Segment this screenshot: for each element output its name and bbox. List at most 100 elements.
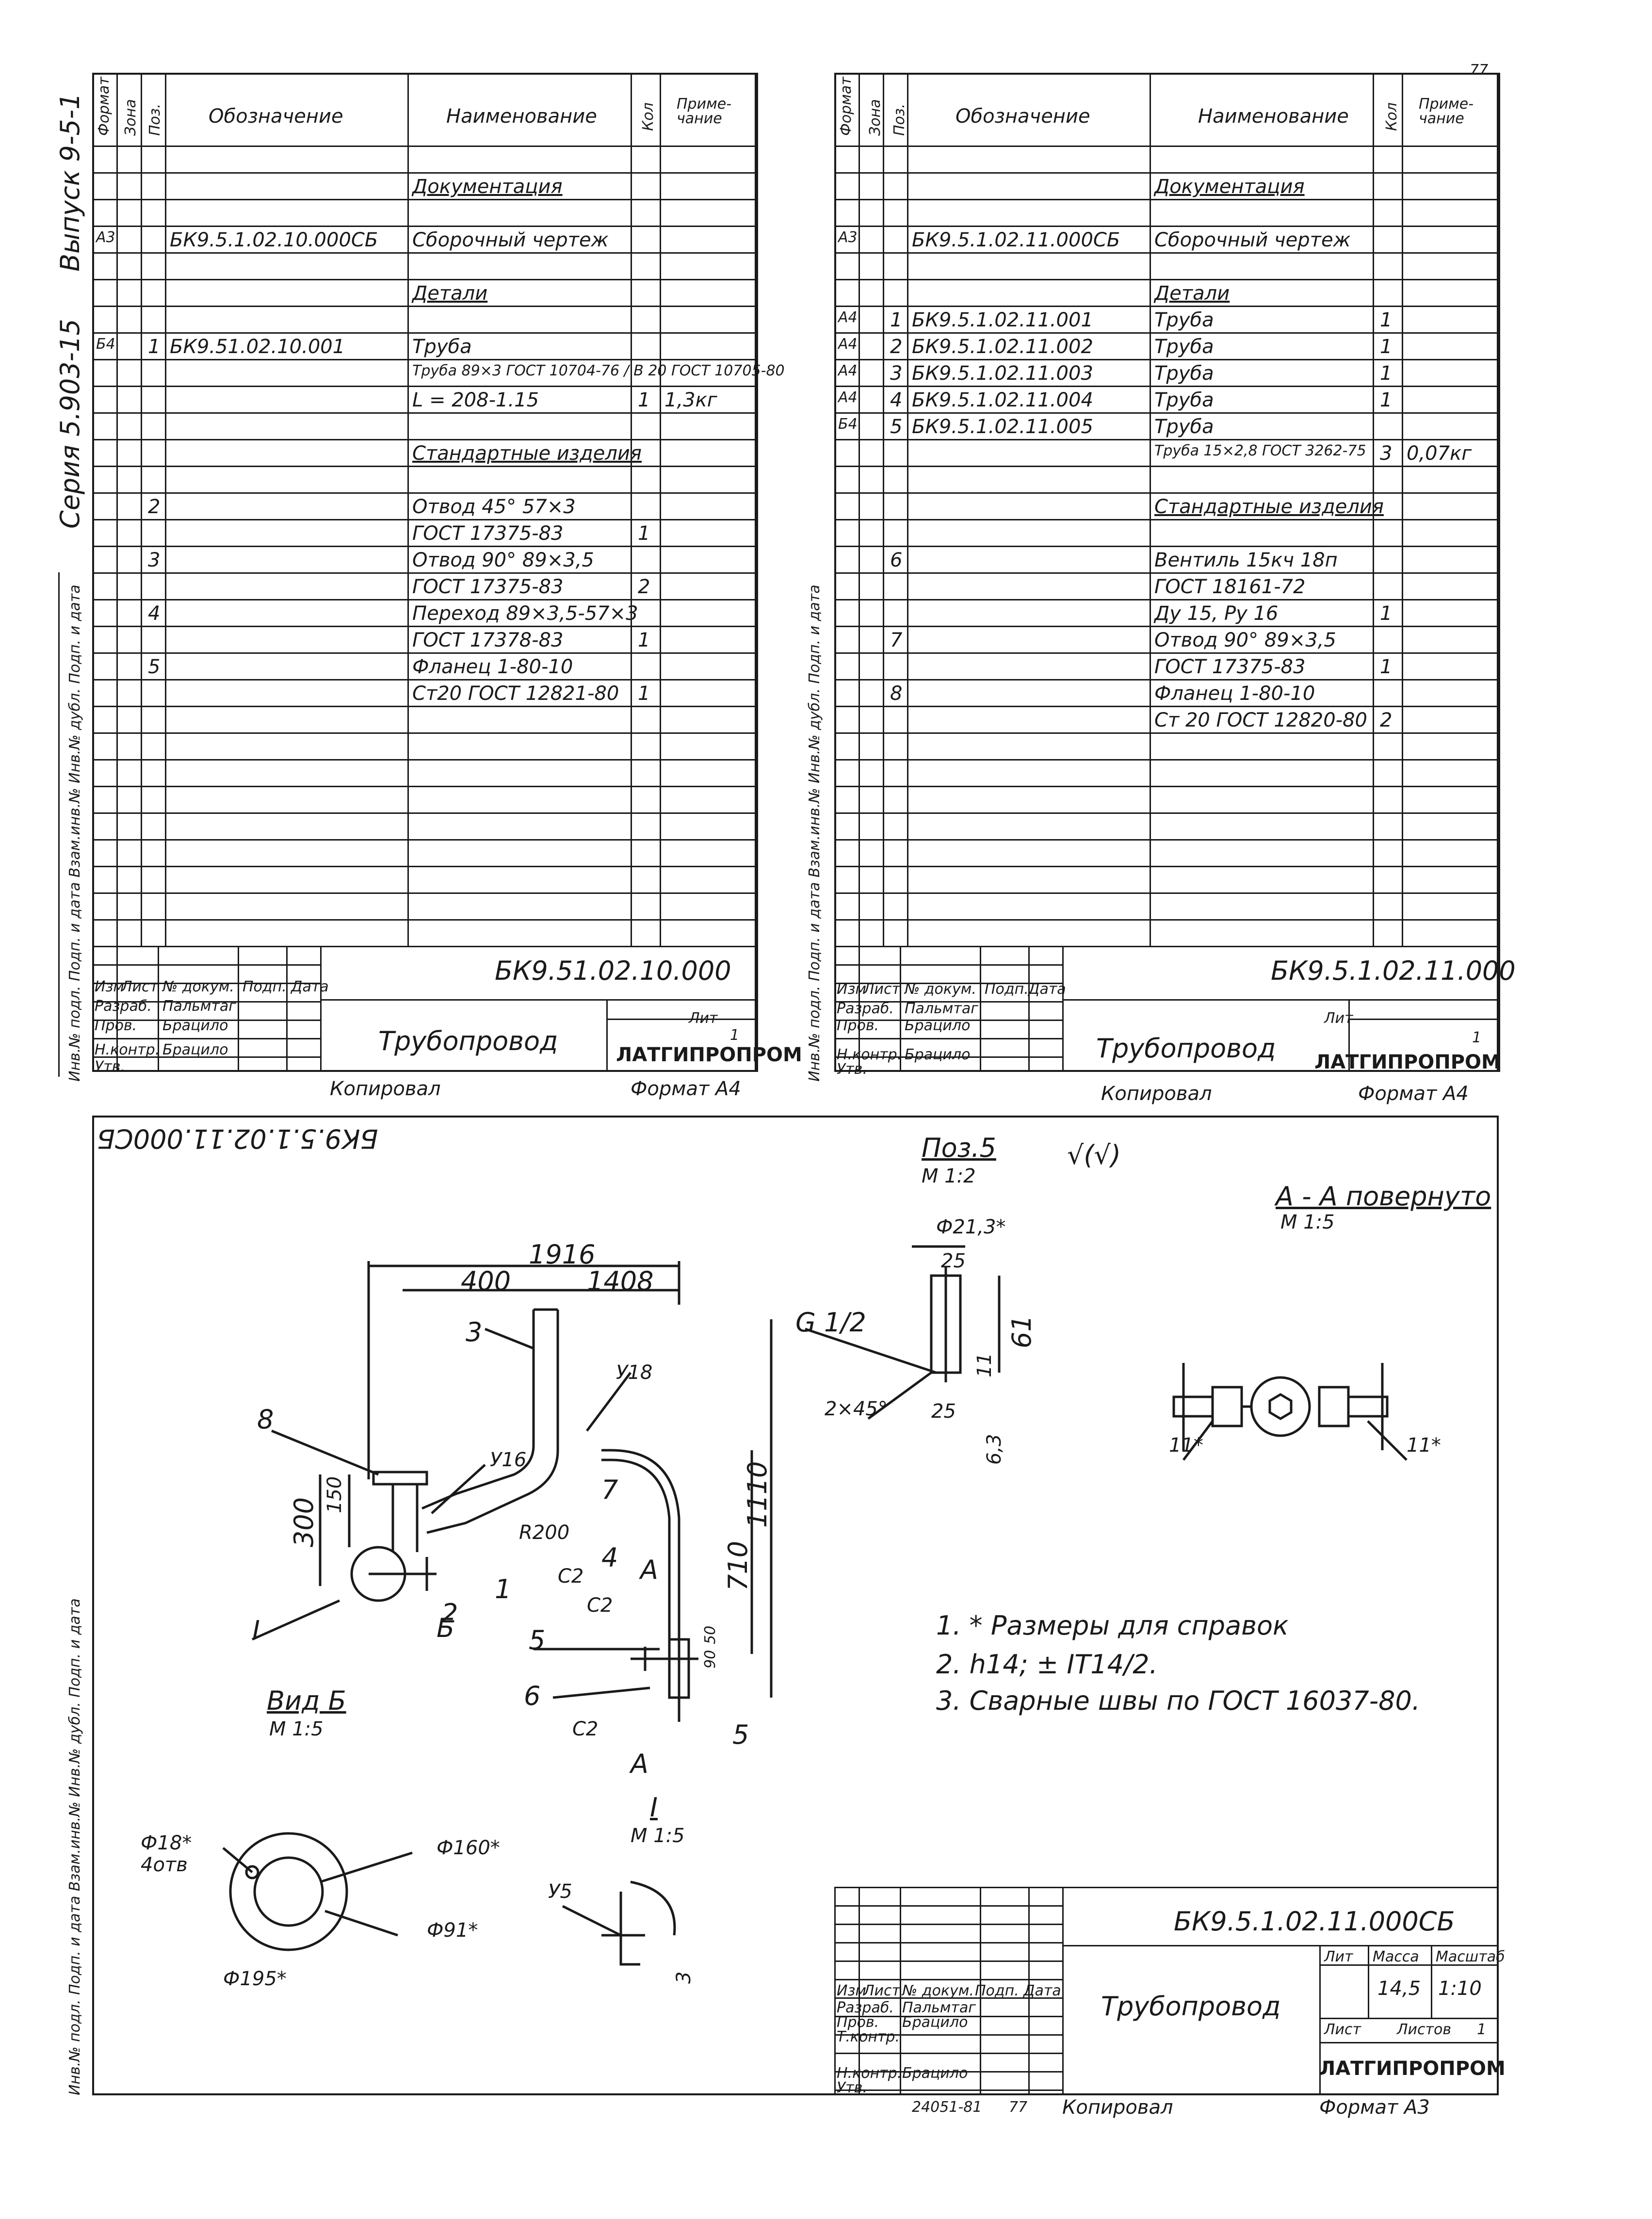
row-name: Труба bbox=[1154, 416, 1214, 438]
drawing-name1: Пальмтаг bbox=[902, 1999, 976, 2016]
grid-hline bbox=[92, 199, 757, 200]
grid-hline bbox=[1062, 1945, 1499, 1946]
grid-vline bbox=[631, 73, 632, 946]
spec-right-name3: Брацило bbox=[905, 1046, 971, 1063]
spec-right-izm: Изм bbox=[837, 981, 867, 998]
spec-left-lit: Лит bbox=[689, 1010, 718, 1027]
grid-vline bbox=[900, 1887, 901, 2095]
row-name: Фланец 1-80-10 bbox=[1154, 682, 1315, 705]
grid-hline bbox=[92, 1038, 320, 1039]
dim-phi160: Ф160* bbox=[437, 1837, 500, 1859]
grid-vline bbox=[116, 946, 118, 1072]
dim-300: 300 bbox=[289, 1497, 319, 1547]
grid-vline bbox=[980, 1887, 981, 2095]
dim-25b: 25 bbox=[931, 1400, 956, 1423]
dim-710: 710 bbox=[723, 1540, 753, 1591]
grid-vline bbox=[834, 946, 836, 1072]
grid-vline bbox=[92, 73, 94, 946]
grid-vline bbox=[1499, 946, 1500, 1072]
grid-vline bbox=[238, 946, 239, 1072]
pos-7: 7 bbox=[601, 1474, 618, 1505]
row-name: ГОСТ 17375-83 bbox=[412, 576, 564, 598]
dim-phi195: Ф195* bbox=[223, 1968, 287, 1990]
spec-right-lit: Лит bbox=[1324, 1010, 1353, 1027]
grid-vline bbox=[1402, 73, 1403, 946]
grid-vline bbox=[1431, 1945, 1432, 2018]
grid-vline bbox=[1062, 1887, 1064, 2095]
grid-hline bbox=[92, 964, 320, 966]
grid-vline bbox=[858, 73, 860, 946]
row-pos: 1 bbox=[890, 309, 903, 331]
pipe-bend-7-inner bbox=[601, 1458, 671, 1698]
grid-hline bbox=[92, 492, 757, 494]
drawing-name2: Брацило bbox=[902, 2014, 968, 2031]
grid-hline bbox=[92, 146, 757, 147]
spec-left-doc-number: БК9.51.02.10.000 bbox=[495, 956, 731, 986]
row-name: Ст 20 ГОСТ 12820-80 bbox=[1154, 709, 1367, 731]
row-name: ГОСТ 18161-72 bbox=[1154, 576, 1306, 598]
drawing-frame bbox=[92, 1116, 1499, 2095]
dim-r200: R200 bbox=[519, 1522, 570, 1544]
drawing-docno: № докум. bbox=[902, 1982, 974, 1999]
pos5-scale: М 1:2 bbox=[922, 1165, 976, 1187]
row-name: Труба bbox=[1154, 389, 1214, 411]
section-aa-label: А - А повернуто bbox=[1276, 1181, 1491, 1212]
row-name: Фланец 1-80-10 bbox=[412, 656, 573, 678]
grid-hline bbox=[834, 519, 1499, 520]
grid-hline bbox=[834, 1924, 1062, 1925]
spec-left-format: Формат А4 bbox=[631, 1078, 741, 1100]
row-qty: 1 bbox=[638, 389, 650, 411]
grid-hline bbox=[92, 466, 757, 467]
grid-hline bbox=[834, 546, 1499, 547]
grid-hline bbox=[92, 1020, 320, 1021]
drawing-mass-label: Масса bbox=[1373, 1948, 1419, 1965]
grid-hline bbox=[1319, 1964, 1499, 1966]
row-designation: БК9.5.1.02.11.001 bbox=[912, 309, 1093, 331]
grid-hline bbox=[834, 306, 1499, 307]
grid-hline bbox=[834, 1020, 1062, 1021]
dim-phi91: Ф91* bbox=[427, 1919, 478, 1942]
spec-left-nkontr: Н.контр. bbox=[95, 1041, 160, 1058]
grid-hline bbox=[834, 2089, 1062, 2091]
grid-vline bbox=[660, 73, 661, 946]
dim-11: 11 bbox=[973, 1353, 996, 1377]
pos5-label: Поз.5 bbox=[922, 1133, 996, 1163]
grid-hline bbox=[92, 946, 757, 947]
section-mark-a-top: А bbox=[640, 1555, 658, 1585]
grid-hline bbox=[92, 786, 757, 787]
spec-right-list: Лист bbox=[863, 981, 901, 998]
view-b-scale: М 1:5 bbox=[269, 1718, 324, 1740]
grid-vline bbox=[92, 946, 94, 1072]
row-format: А4 bbox=[838, 389, 858, 406]
spec-right-format: Формат А4 bbox=[1358, 1083, 1469, 1105]
spec-left-list: Лист bbox=[121, 978, 159, 995]
roughness-symbol: √(√) bbox=[1067, 1140, 1121, 1170]
row-pos: 2 bbox=[148, 496, 161, 518]
drawing-nkontr: Н.контр. bbox=[837, 2065, 902, 2082]
row-name: Труба 15×2,8 ГОСТ 3262-75 bbox=[1154, 442, 1366, 459]
spec-left-sheet-value: 1 bbox=[730, 1027, 740, 1044]
row-designation: БК9.5.1.02.11.004 bbox=[912, 389, 1093, 411]
row-name: Документация bbox=[1154, 176, 1305, 198]
weld-c2-c: С2 bbox=[572, 1718, 599, 1740]
weld-c2-a: С2 bbox=[558, 1565, 584, 1587]
drawing-sheets-label: Листов bbox=[1397, 2021, 1452, 2038]
grid-hline bbox=[834, 466, 1499, 467]
grid-vline bbox=[1373, 73, 1374, 946]
row-name: Отвод 45° 57×3 bbox=[412, 496, 576, 518]
grid-vline bbox=[165, 73, 166, 946]
dim-1110: 1110 bbox=[742, 1461, 773, 1528]
row-name: Сборочный чертеж bbox=[412, 229, 609, 251]
row-designation: БК9.5.1.02.11.005 bbox=[912, 416, 1093, 438]
row-name: Сборочный чертеж bbox=[1154, 229, 1351, 251]
grid-hline bbox=[834, 652, 1499, 654]
grid-hline bbox=[1319, 2018, 1499, 2019]
grid-vline bbox=[1150, 73, 1151, 946]
drawing-razrab: Разраб. bbox=[837, 1999, 894, 2016]
grid-hline bbox=[834, 1001, 1062, 1003]
spec-left-utv: Утв. bbox=[95, 1058, 125, 1075]
row-format: А3 bbox=[96, 229, 115, 246]
pos-1: 1 bbox=[495, 1574, 512, 1604]
grid-hline bbox=[834, 964, 1062, 966]
grid-vline bbox=[1368, 1945, 1369, 2018]
